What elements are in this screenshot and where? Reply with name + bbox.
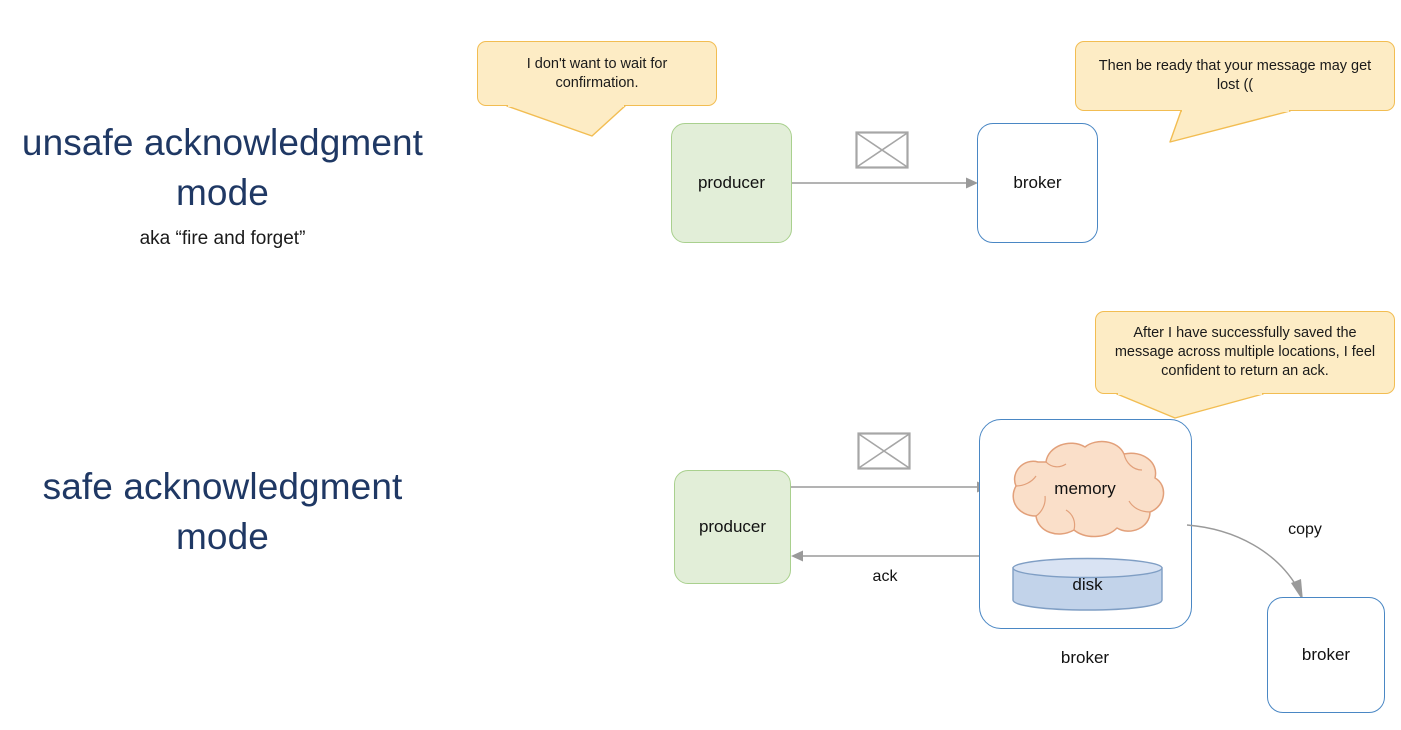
memory-label: memory: [1054, 479, 1116, 498]
safe-broker-label: broker: [1060, 648, 1110, 667]
speech-bubble-tail-icon: [1116, 392, 1264, 419]
section-title-unsafe: unsafe acknowledgment mode: [21, 122, 424, 213]
speech-bubble-tail-icon: [506, 104, 626, 137]
safe-copy-label: copy: [1288, 521, 1322, 538]
safe-arrow-producer-to-broker: [791, 481, 989, 493]
unsafe-arrow-producer-to-broker: [792, 177, 978, 189]
disk-label: disk: [1072, 575, 1103, 594]
speech-bubble-text: I don't want to wait for confirmation.: [477, 41, 717, 106]
section-title-safe: safe acknowledgment mode: [42, 466, 403, 557]
speech-bubble-text: Then be ready that your message may get …: [1075, 41, 1395, 111]
envelope-icon: [857, 432, 911, 470]
safe-ack-label: ack: [872, 568, 898, 585]
cloud-icon: [1012, 440, 1165, 538]
envelope-icon: [855, 131, 909, 169]
memory-cloud-shape: memory: [1000, 436, 1170, 541]
unsafe-producer-node[interactable]: producer: [671, 123, 792, 243]
unsafe-broker-node[interactable]: broker: [977, 123, 1098, 243]
speech-bubble-tail-icon: [1169, 109, 1291, 143]
unsafe-producer-label: producer: [697, 173, 766, 192]
section-subtitle-unsafe: aka “fire and forget”: [139, 228, 306, 249]
speech-bubble-producer-complaint: I don't want to wait for confirmation.: [477, 41, 717, 137]
safe-producer-label: producer: [698, 517, 767, 536]
database-icon: [1012, 557, 1163, 611]
safe-producer-node[interactable]: producer: [674, 470, 791, 584]
safe-arrow-copy-to-replica: [1186, 524, 1303, 601]
speech-bubble-broker-confident: After I have successfully saved the mess…: [1095, 311, 1395, 419]
disk-cylinder-shape: disk: [1012, 557, 1163, 611]
safe-arrow-broker-to-producer-ack: [791, 550, 989, 562]
safe-broker-replica-label: broker: [1301, 645, 1351, 664]
speech-bubble-broker-warning: Then be ready that your message may get …: [1075, 41, 1395, 143]
unsafe-broker-label: broker: [1013, 173, 1062, 192]
safe-broker-replica-node[interactable]: broker: [1267, 597, 1385, 713]
speech-bubble-text: After I have successfully saved the mess…: [1095, 311, 1395, 394]
